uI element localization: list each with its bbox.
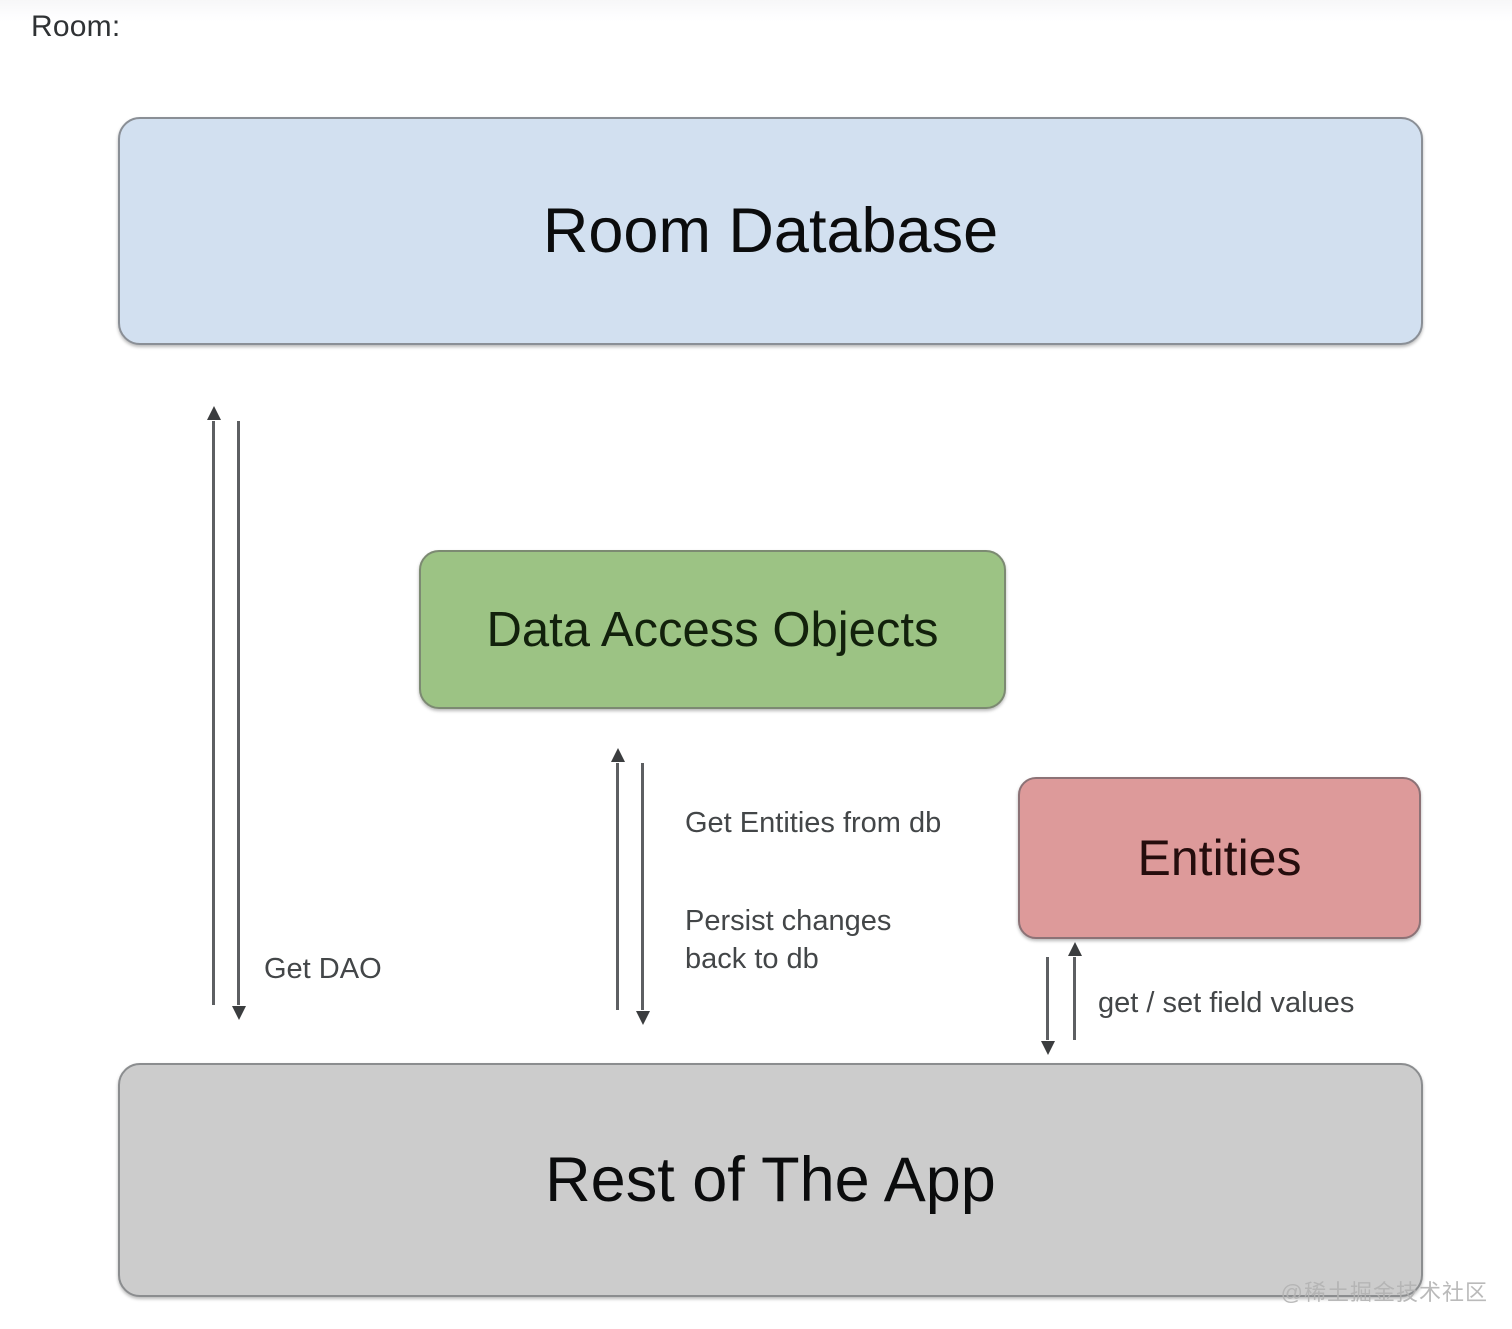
arrow-down-to-rest-of-the-app-from-entities (1046, 957, 1049, 1040)
node-room-database[interactable]: Room Database (118, 117, 1423, 345)
arrow-up-to-entities (1073, 957, 1076, 1040)
node-data-access-objects[interactable]: Data Access Objects (419, 550, 1006, 709)
edge-label-get-dao: Get DAO (264, 953, 382, 985)
watermark: @稀土掘金技术社区 (1280, 1280, 1488, 1305)
node-rest-of-the-app[interactable]: Rest of The App (118, 1063, 1423, 1297)
arrow-down-to-rest-of-the-app-from-dao (641, 763, 644, 1010)
edge-label-get-entities-from-db: Get Entities from db (685, 807, 942, 839)
node-room-database-label: Room Database (542, 196, 999, 266)
node-rest-of-the-app-label: Rest of The App (545, 1145, 996, 1215)
node-data-access-objects-label: Data Access Objects (486, 602, 939, 657)
page-title: Room: (31, 10, 121, 43)
node-entities-label: Entities (1137, 830, 1302, 886)
arrow-down-to-rest-of-the-app (237, 421, 240, 1005)
node-entities[interactable]: Entities (1018, 777, 1421, 939)
edge-label-persist-changes-back-to-db: Persist changes back to db (685, 905, 892, 975)
arrow-up-to-room-database (212, 421, 215, 1005)
edge-label-get-set-field-values: get / set field values (1098, 987, 1355, 1019)
arrow-up-to-data-access-objects (616, 763, 619, 1010)
page-top-strip (0, 0, 1512, 22)
